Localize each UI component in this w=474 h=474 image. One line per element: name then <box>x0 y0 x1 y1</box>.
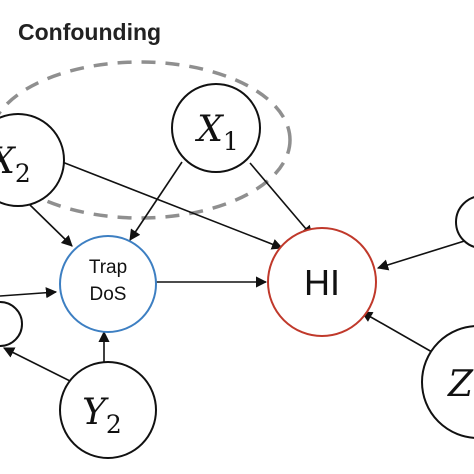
node-z-label: Z <box>447 364 474 405</box>
node-hi <box>267 227 377 337</box>
node-trap-dos-line1: Trap <box>89 257 127 278</box>
confounding-region-outline <box>0 60 292 220</box>
edge-x1-to-hi <box>249 162 313 237</box>
edge-x2-to-hi <box>51 157 284 250</box>
node-right-partial <box>455 196 474 248</box>
edge-left-to-trapdos <box>0 287 58 299</box>
node-x1-label: X1 <box>194 109 239 156</box>
node-z <box>421 325 474 439</box>
node-x2 <box>0 113 65 207</box>
node-trap-dos-line2: DoS <box>90 284 127 305</box>
edge-y2-to-left <box>2 347 73 383</box>
node-hi-label: HI <box>304 262 340 303</box>
edge-x1-to-trapdos <box>129 161 183 241</box>
edge-z-to-hi <box>361 311 433 353</box>
node-left-partial <box>0 301 23 347</box>
confounding-title: Confounding <box>18 19 161 45</box>
node-y2-label: Y2 <box>82 392 122 439</box>
node-y2 <box>59 361 157 459</box>
edge-right-to-hi <box>376 237 474 271</box>
node-x1 <box>171 83 261 173</box>
edge-x2-to-trapdos <box>29 204 73 247</box>
node-trap-dos <box>59 235 157 333</box>
node-x2-label: X2 <box>0 141 31 188</box>
